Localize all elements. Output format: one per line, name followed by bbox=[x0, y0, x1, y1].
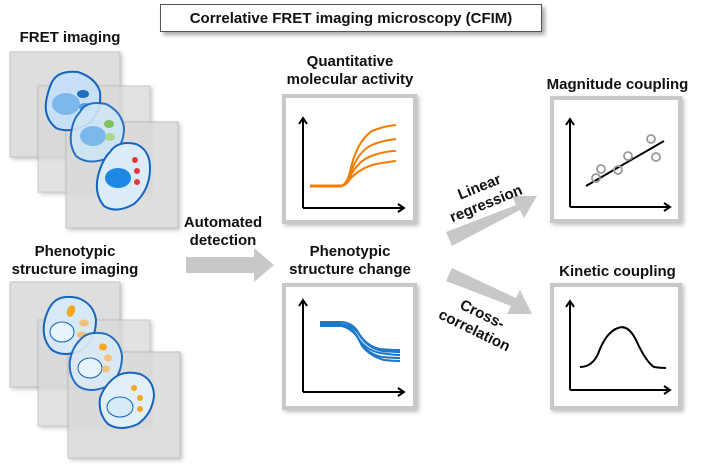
phenotypic-image-stack bbox=[9, 281, 181, 459]
phenotypic-cell-2 bbox=[68, 331, 124, 391]
automated-detection-label: Automated detection bbox=[168, 214, 278, 250]
kinetic-axes bbox=[565, 299, 672, 395]
structure-change-label: Phenotypic structure change bbox=[270, 243, 430, 279]
automated-detection-arrow bbox=[186, 248, 274, 282]
fret-imaging-label: FRET imaging bbox=[10, 29, 130, 47]
structure-change-line2: structure change bbox=[289, 261, 411, 278]
fret-image-stack bbox=[9, 51, 179, 229]
molecular-activity-line2: molecular activity bbox=[286, 71, 414, 88]
structure-curves bbox=[320, 321, 401, 362]
cross-correlation-arrow bbox=[446, 268, 532, 314]
automated-detection-line1: Automated bbox=[183, 214, 263, 231]
phenotypic-imaging-label: Phenotypic structure imaging bbox=[0, 243, 150, 279]
phenotypic-imaging-line2: structure imaging bbox=[11, 261, 139, 278]
regression-line bbox=[585, 140, 665, 187]
phenotypic-cell-3 bbox=[98, 371, 156, 429]
fret-imaging-text: FRET imaging bbox=[19, 29, 121, 46]
structure-axes bbox=[298, 298, 406, 397]
fret-cell-3 bbox=[95, 142, 152, 211]
activity-curves bbox=[310, 124, 397, 188]
structure-change-panel bbox=[282, 283, 417, 410]
molecular-activity-panel bbox=[282, 94, 417, 224]
automated-detection-line2: detection bbox=[189, 232, 257, 249]
cross-correlation-curve bbox=[579, 326, 667, 369]
kinetic-coupling-panel bbox=[550, 283, 682, 410]
kinetic-coupling-label: Kinetic coupling bbox=[540, 263, 695, 281]
scatter-points bbox=[591, 134, 661, 183]
magnitude-coupling-panel bbox=[550, 96, 682, 223]
structure-change-line1: Phenotypic bbox=[309, 243, 391, 260]
magnitude-axes bbox=[565, 117, 672, 212]
diagram-title: Correlative FRET imaging microscopy (CFI… bbox=[160, 4, 542, 32]
magnitude-coupling-text: Magnitude coupling bbox=[546, 76, 689, 93]
linear-regression-arrow bbox=[446, 196, 537, 246]
kinetic-coupling-text: Kinetic coupling bbox=[559, 263, 676, 280]
activity-axes bbox=[298, 116, 406, 213]
molecular-activity-line1: Quantitative bbox=[306, 53, 394, 70]
molecular-activity-label: Quantitative molecular activity bbox=[270, 53, 430, 89]
phenotypic-imaging-line1: Phenotypic bbox=[34, 243, 116, 260]
magnitude-coupling-label: Magnitude coupling bbox=[535, 76, 700, 94]
